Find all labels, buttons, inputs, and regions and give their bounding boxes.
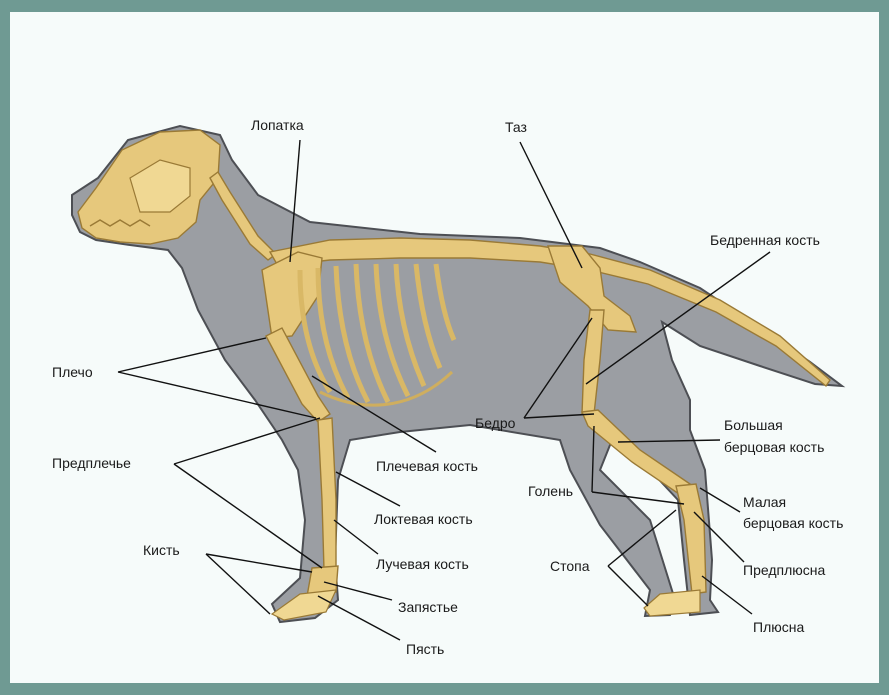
label-forearm: Предплечье bbox=[52, 455, 131, 471]
label-foot: Стопа bbox=[550, 558, 590, 574]
label-shoulder: Плечо bbox=[52, 364, 93, 380]
label-fibula-line1: Малая bbox=[743, 494, 786, 510]
label-tibia-line1: Большая bbox=[724, 417, 783, 433]
label-femur-bone: Бедренная кость bbox=[710, 232, 820, 248]
label-pelvis: Таз bbox=[505, 119, 527, 135]
label-metatarsus: Плюсна bbox=[753, 619, 804, 635]
label-scapula: Лопатка bbox=[251, 117, 304, 133]
label-tibia-line2: берцовая кость bbox=[724, 439, 824, 455]
label-shin: Голень bbox=[528, 483, 573, 499]
label-radius: Лучевая кость bbox=[376, 556, 469, 572]
label-carpus: Запястье bbox=[398, 599, 458, 615]
label-ulna: Локтевая кость bbox=[374, 511, 473, 527]
label-thigh: Бедро bbox=[475, 415, 516, 431]
label-fibula-line2: берцовая кость bbox=[743, 515, 843, 531]
label-hand: Кисть bbox=[143, 542, 180, 558]
label-humerus: Плечевая кость bbox=[376, 458, 478, 474]
label-metacarpus: Пясть bbox=[406, 641, 444, 657]
label-tarsus: Предплюсна bbox=[743, 562, 825, 578]
